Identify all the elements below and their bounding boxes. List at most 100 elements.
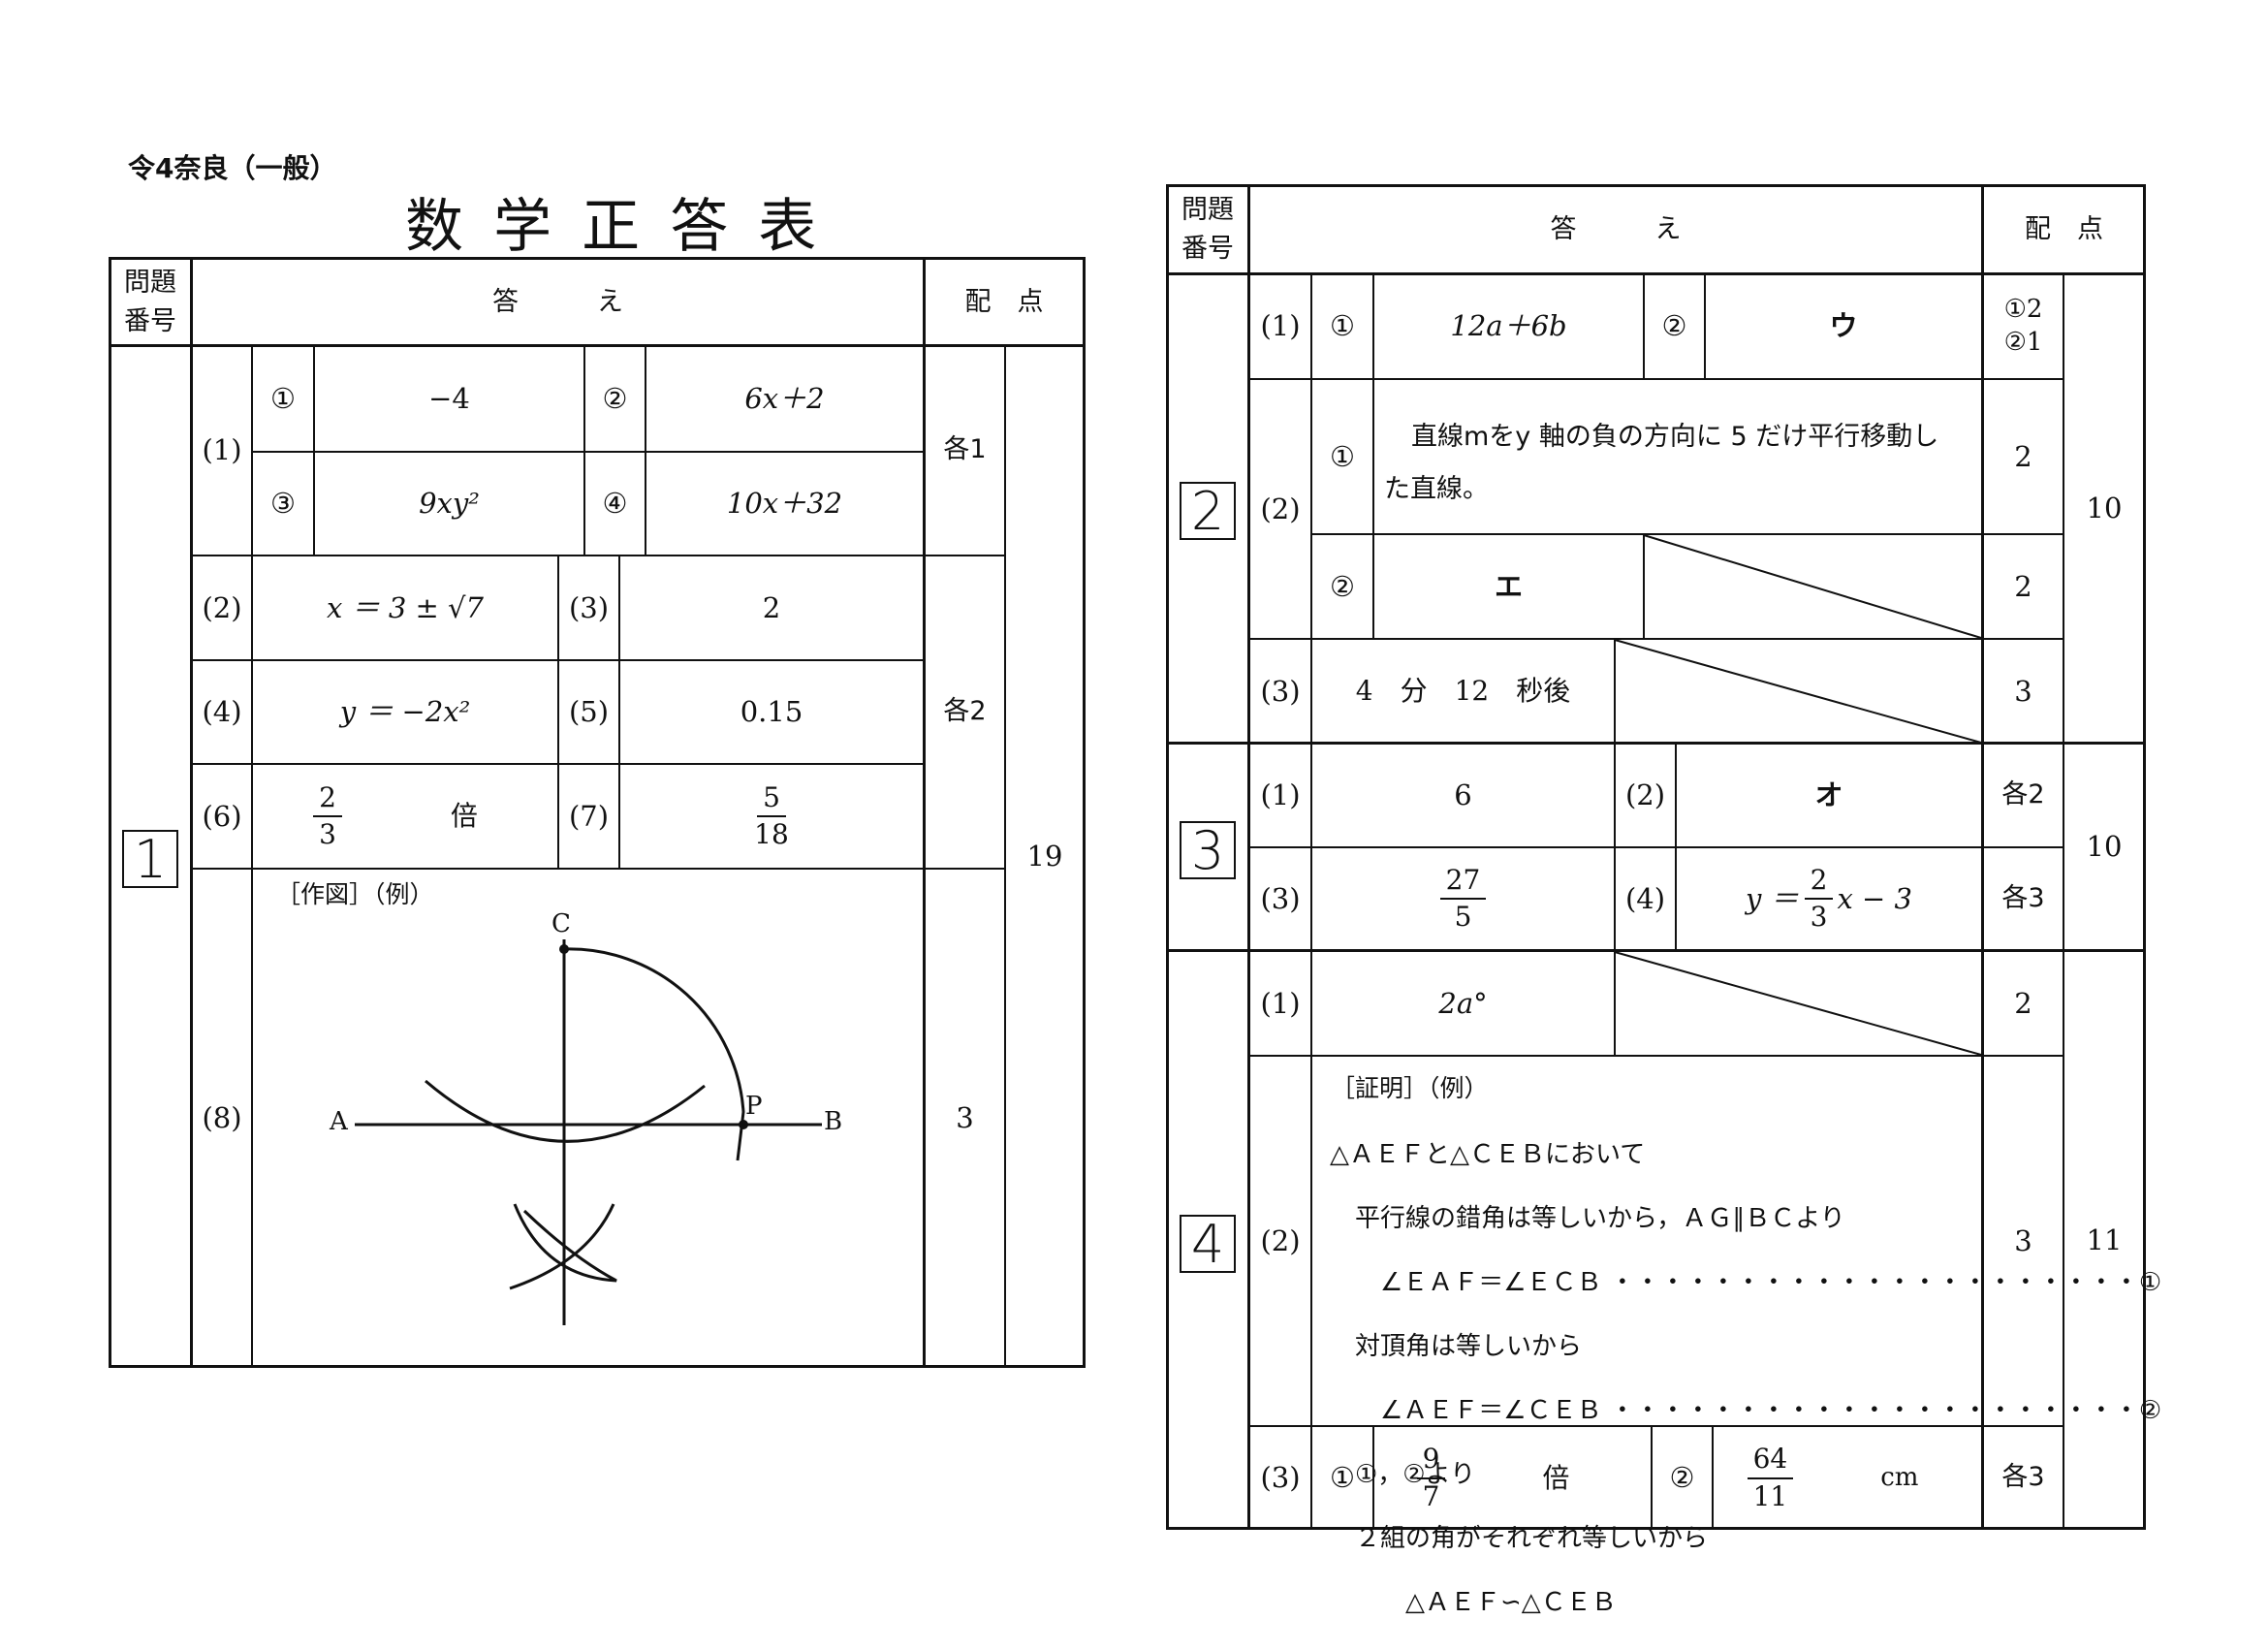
- q4-part-2-number: (2): [1260, 1223, 1301, 1257]
- q1-part-6-number: (6): [202, 799, 242, 833]
- blank-cell-slashes: [1614, 534, 1982, 1056]
- point-p: [739, 1120, 748, 1129]
- arc-top: [563, 947, 745, 1161]
- q1-part-5-number: (5): [568, 695, 610, 729]
- proof-line: ２組の角がそれぞれ等しいから: [1330, 1524, 1709, 1553]
- q1-part-7-number: (7): [568, 799, 610, 833]
- q4-3-answer-1: 9 7 倍: [1374, 1427, 1651, 1529]
- q3-part-3-number: (3): [1260, 881, 1301, 915]
- header-points-right: 配 点: [2025, 213, 2103, 244]
- q1-1-mark-4: ④: [602, 487, 628, 521]
- q1-8-points: 3: [956, 1101, 974, 1135]
- q1-5-answer: 0.15: [740, 695, 803, 729]
- arc-bottom-left: [513, 1203, 617, 1283]
- q4-1-points: 2: [2014, 986, 2032, 1020]
- q3-part-1-number: (1): [1260, 778, 1301, 812]
- question-number-3: 3: [1180, 820, 1236, 881]
- question-number-2: 2: [1180, 481, 1236, 542]
- q4-part-3-number: (3): [1260, 1461, 1301, 1495]
- q4-3-mark-2: ②: [1669, 1461, 1695, 1495]
- q1-6-fraction: 2 3: [313, 781, 342, 850]
- q4-3-fraction-2: 64 11: [1747, 1444, 1794, 1511]
- q1-4-answer: y ＝ −2x²: [339, 695, 471, 729]
- q2-2-points-1: 2: [2014, 439, 2032, 473]
- q3-part-2-number: (2): [1624, 778, 1666, 812]
- q3-total-points: 10: [2086, 830, 2123, 864]
- construction-figure: [355, 939, 822, 1325]
- label-a: A: [330, 1107, 348, 1136]
- proof-line: 平行線の錯角は等しいから，ＡＧ∥ＢＣより: [1330, 1204, 1845, 1233]
- q2-3-points: 3: [2014, 674, 2032, 708]
- exam-label: 令4奈良（一般）: [128, 152, 337, 184]
- label-c: C: [551, 909, 571, 938]
- q3-part-4-number: (4): [1624, 881, 1666, 915]
- label-b: B: [824, 1107, 843, 1136]
- q2-1-points: ①2 ②1: [2003, 294, 2043, 357]
- proof-line: ∠ＥＡＦ＝∠ＥＣＢ ・・・・・・・・・・・・・・・・・・・・・①: [1330, 1268, 2162, 1297]
- q2-1-mark-2: ②: [1661, 309, 1687, 343]
- q1-part-4-number: (4): [202, 695, 242, 729]
- q1-6-unit: 倍: [450, 800, 478, 833]
- q1-part-3-number: (3): [568, 590, 610, 624]
- q2-1-answer-2: ウ: [1829, 309, 1858, 343]
- header-number-right: 問題 番号: [1181, 194, 1234, 265]
- q1-1-mark-3: ③: [270, 487, 296, 521]
- question-number-1: 1: [122, 829, 178, 890]
- header-number: 問題 番号: [124, 267, 176, 337]
- q1-3-answer: 2: [762, 590, 781, 624]
- q1-1-answer-2: 6x＋2: [744, 381, 825, 415]
- arc-middle: [425, 1079, 706, 1143]
- q1-part-8-number: (8): [202, 1101, 242, 1135]
- q4-3-points: 各3: [2001, 1462, 2045, 1493]
- q1-part-2-number: (2): [202, 590, 242, 624]
- q3-row1-points: 各2: [2001, 779, 2045, 810]
- q3-2-answer: オ: [1814, 778, 1843, 812]
- q1-2-answer: x ＝ 3 ± √7: [327, 590, 484, 624]
- point-c: [559, 944, 569, 954]
- q2-1-answer-1: 12a＋6b: [1450, 309, 1567, 343]
- q1-1-answer-1: −4: [428, 381, 470, 415]
- proof-line: ∠ＡＥＦ＝∠ＣＥＢ ・・・・・・・・・・・・・・・・・・・・・②: [1330, 1396, 2162, 1425]
- page-title: 数 学 正 答 表: [405, 193, 823, 261]
- q1-1-mark-1: ①: [270, 381, 296, 415]
- q4-2-proof: △ＡＥＦと△ＣＥＢにおいて 平行線の錯角は等しいから，ＡＧ∥ＢＣより ∠ＥＡＦ＝…: [1330, 1107, 2161, 1651]
- q3-3-answer: 27 5: [1312, 848, 1614, 949]
- q1-total-points: 19: [1026, 840, 1063, 873]
- q4-2-caption: ［証明］（例）: [1331, 1074, 1489, 1102]
- q2-part-1-number: (1): [1260, 309, 1301, 343]
- q1-1-mark-2: ②: [602, 381, 628, 415]
- question-number-4: 4: [1180, 1214, 1236, 1275]
- q4-3-fraction-1: 9 7: [1416, 1444, 1446, 1511]
- q2-2-mark-2: ②: [1330, 569, 1355, 603]
- q1-7-answer: 5 18: [620, 765, 923, 868]
- q2-3-answer: 4 分 12 秒後: [1355, 675, 1571, 708]
- q4-1-answer: 2a°: [1438, 986, 1488, 1020]
- label-p: P: [745, 1092, 763, 1121]
- q4-2-points: 3: [2014, 1223, 2032, 1257]
- q1-6-answer: 2 3 倍: [253, 765, 557, 868]
- q4-total-points: 11: [2086, 1223, 2123, 1257]
- q3-4-fraction: 2 3: [1804, 864, 1834, 933]
- q1-1-answer-3: 9xy²: [419, 487, 480, 521]
- q1-1-points: 各1: [943, 434, 987, 465]
- header-answer-right: 答 え: [1550, 213, 1682, 244]
- proof-line: △ＡＥＦと△ＣＥＢにおいて: [1330, 1140, 1646, 1169]
- q3-row2-points: 各3: [2001, 882, 2045, 913]
- q1-8-caption: ［作図］（例）: [276, 880, 434, 908]
- q4-3-answer-2: 64 11 cm: [1714, 1427, 1981, 1529]
- proof-line: ①，②より: [1330, 1460, 1476, 1489]
- q1-part-1-number: (1): [202, 433, 242, 467]
- q3-1-answer: 6: [1454, 778, 1472, 812]
- q3-4-answer: y ＝ 2 3 x − 3: [1746, 863, 1912, 933]
- q1-7-fraction: 5 18: [754, 780, 789, 850]
- q2-total-points: 10: [2086, 492, 2123, 525]
- q1-1-answer-4: 10x＋32: [726, 487, 843, 521]
- q2-2-mark-1: ①: [1330, 439, 1355, 473]
- proof-line: 対頂角は等しいから: [1330, 1332, 1583, 1361]
- q3-3-fraction: 27 5: [1439, 864, 1487, 933]
- q4-3-mark-1: ①: [1330, 1461, 1355, 1495]
- q2-part-3-number: (3): [1260, 674, 1301, 708]
- arc-lower-right: [509, 1203, 615, 1290]
- header-answer: 答 え: [492, 286, 623, 317]
- q1-mid-points: 各2: [943, 696, 987, 727]
